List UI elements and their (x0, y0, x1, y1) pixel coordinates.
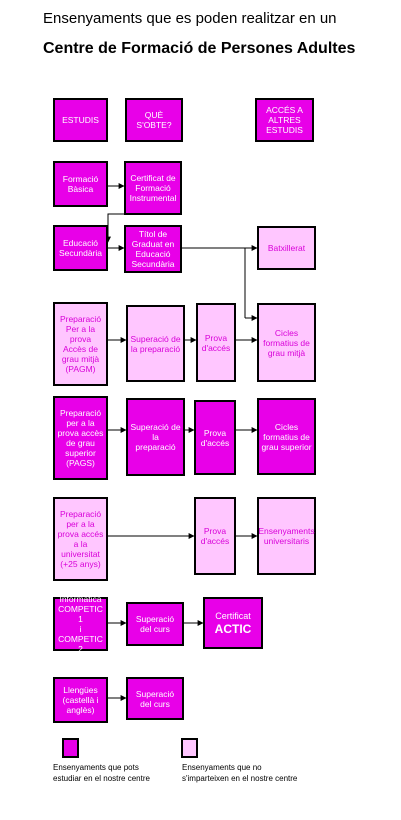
title-line-1: Ensenyaments que es poden realitzar en u… (43, 10, 337, 27)
box-prova-acces-1-label: Prova d'accés (201, 332, 231, 353)
box-ens-universitaris-label: Ensenyaments universitaris (258, 526, 315, 546)
box-superacio-curs-2: Superació del curs (126, 677, 184, 720)
box-cicles-superior-label: Cicles formatius de grau superior (261, 421, 312, 452)
box-informatica-label: Informàtica COMPETIC 1 i COMPETIC 2 (58, 594, 103, 654)
legend-text-light: Ensenyaments que no s'imparteixen en el … (182, 763, 298, 783)
box-prep-pagm-label: Preparació Per a la prova Accès de grau … (59, 314, 102, 374)
box-prova-acces-2-label: Prova d'accés (200, 427, 230, 448)
box-prep-universitat-label: Preparació per a la prova accés a la uni… (57, 509, 104, 569)
box-superacio-prep-1: Superació de la preparació (126, 305, 185, 382)
box-formacio-basica-label: Formació Bàsica (62, 174, 99, 194)
header-acces: ACCÉS A ALTRES ESTUDIS (255, 98, 314, 142)
box-superacio-prep-1-label: Superació de la preparació (130, 333, 181, 354)
box-prova-acces-2: Prova d'accés (194, 400, 236, 475)
box-prova-acces-3-label: Prova d'accés (200, 526, 230, 546)
box-superacio-prep-2: Superació de la preparació (126, 398, 185, 476)
box-prep-universitat: Preparació per a la prova accés a la uni… (53, 497, 108, 581)
box-certificat-actic-value: ACTIC (214, 621, 252, 636)
box-prova-acces-1: Prova d'accés (196, 303, 236, 382)
box-cicles-mitja: Cicles formatius de grau mitjà (257, 303, 316, 382)
box-educacio-secundaria: Educació Secundària (53, 225, 108, 271)
box-formacio-basica: Formació Bàsica (53, 161, 108, 207)
box-prep-pags: Preparació per a la prova accès de grau … (53, 396, 108, 480)
box-ens-universitaris: Ensenyaments universitaris (257, 497, 316, 575)
box-certificat-actic-label: Certificat (215, 610, 251, 621)
box-llengues: Llengües (castellà i anglès) (53, 677, 108, 723)
header-que-sobte: QUÈ S'OBTE? (125, 98, 183, 142)
legend-text-dark: Ensenyaments que pots estudiar en el nos… (53, 763, 150, 783)
box-superacio-prep-2-label: Superació de la preparació (130, 422, 181, 452)
header-que-sobte-label: QUÈ S'OBTE? (136, 110, 172, 130)
box-superacio-curs-1: Superació del curs (126, 602, 184, 646)
header-estudis: ESTUDIS (53, 98, 108, 142)
legend-swatch-dark (62, 738, 79, 758)
box-batxillerat-label: Batxillerat (267, 243, 306, 253)
box-certificat-instrumental: Certificat de Formació Instrumental (124, 161, 182, 215)
box-cicles-mitja-label: Cicles formatius de grau mitjà (263, 327, 310, 358)
header-acces-label: ACCÉS A ALTRES ESTUDIS (266, 105, 303, 135)
box-prep-pagm: Preparació Per a la prova Accès de grau … (53, 302, 108, 386)
box-titol-graduat-label: Títol de Graduat en Educació Secundària (131, 229, 175, 269)
box-superacio-curs-2-label: Superació del curs (135, 688, 175, 709)
box-batxillerat: Batxillerat (257, 226, 316, 270)
box-superacio-curs-1-label: Superació del curs (135, 614, 175, 634)
box-educacio-secundaria-label: Educació Secundària (58, 238, 102, 258)
header-estudis-label: ESTUDIS (62, 115, 99, 125)
title-line-2: Centre de Formació de Persones Adultes (43, 40, 356, 57)
box-llengues-label: Llengües (castellà i anglès) (62, 685, 99, 715)
box-certificat-instrumental-label: Certificat de Formació Instrumental (129, 173, 177, 203)
legend-swatch-light (181, 738, 198, 758)
box-prova-acces-3: Prova d'accés (194, 497, 236, 575)
box-certificat-actic: Certificat ACTIC (203, 597, 263, 649)
box-cicles-superior: Cicles formatius de grau superior (257, 398, 316, 475)
box-titol-graduat: Títol de Graduat en Educació Secundària (124, 225, 182, 273)
box-informatica: Informàtica COMPETIC 1 i COMPETIC 2 (53, 594, 108, 654)
box-prep-pags-label: Preparació per a la prova accès de grau … (57, 408, 104, 468)
